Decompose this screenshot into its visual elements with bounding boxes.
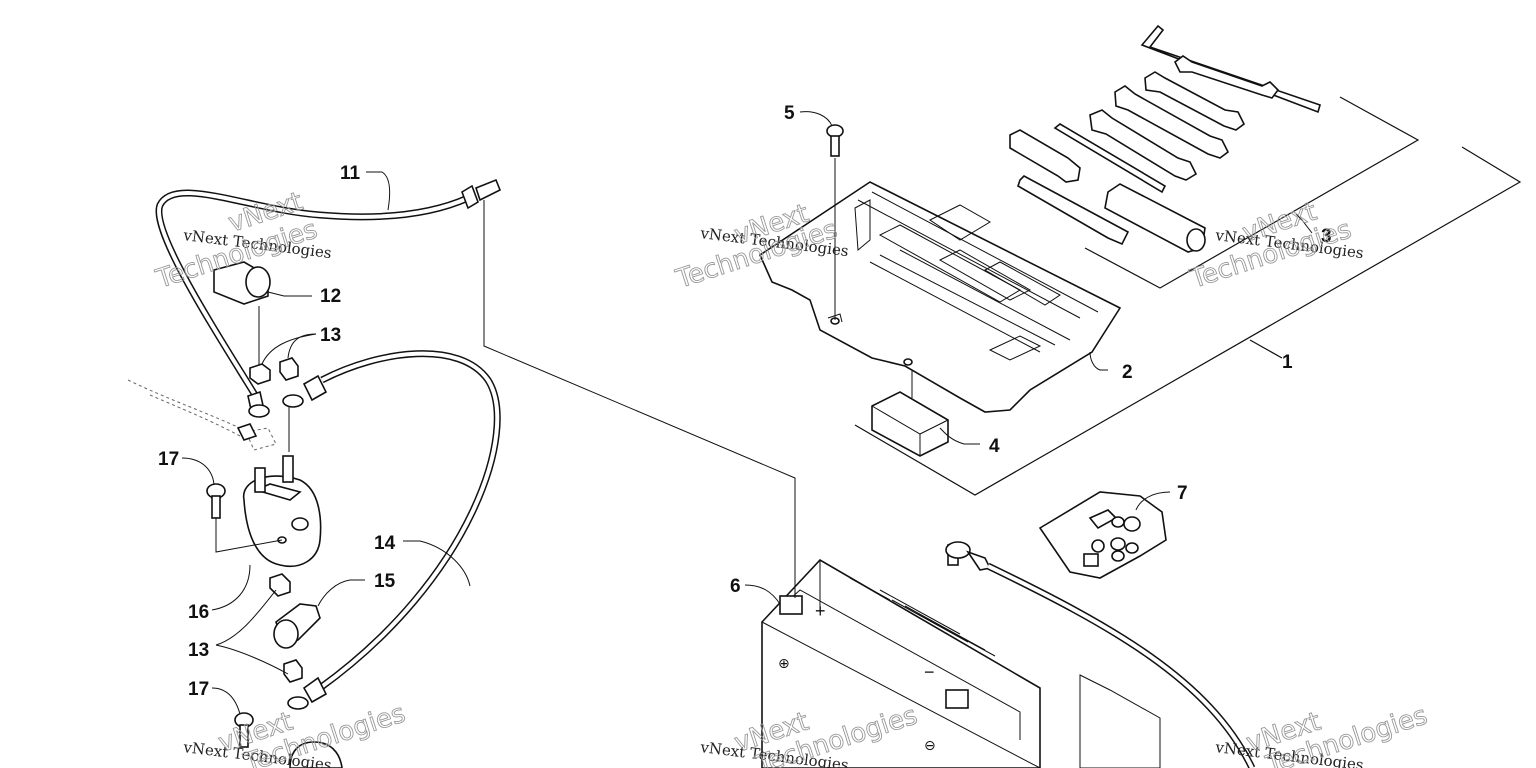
callouts: 1 2 3 4 5 6 7 11 12 13 13 14 15 16 17 17 [158,103,1332,700]
callout-17-top: 17 [158,449,179,470]
battery-cable [945,541,1256,768]
battery: + − ⊕ ⊖ [761,544,1161,768]
callout-11: 11 [340,163,361,184]
solenoid-16 [215,455,322,567]
callout-17-bottom: 17 [188,679,209,700]
boot-15 [273,603,321,649]
screw-5 [826,124,844,320]
screw-17 [206,483,254,748]
callout-13-top: 13 [320,325,341,346]
callout-12: 12 [320,286,341,307]
battery-plus-symbol: ⊕ [778,656,790,672]
callout-2: 2 [1122,362,1133,383]
cap-12 [213,261,271,366]
battery-minus-symbol: ⊖ [924,738,936,754]
lower-solenoid [289,741,343,768]
battery-plus-mark: + [815,601,826,621]
callout-7: 7 [1177,483,1188,504]
callout-14: 14 [374,533,396,554]
leader-lines [181,111,1313,715]
callout-5: 5 [784,103,795,124]
callout-13-bottom: 13 [188,640,209,661]
cable-14 [282,350,501,710]
callout-6: 6 [730,576,741,597]
callout-15: 15 [374,571,396,592]
callout-1: 1 [1282,352,1293,373]
foam-pad [871,370,949,457]
callout-4: 4 [989,436,1000,457]
tool-set [1009,24,1321,253]
cable-11 [155,178,502,418]
hardware-bag [1038,491,1167,579]
toolkit-outline [854,96,1522,496]
callout-16: 16 [188,602,209,623]
dashed-wire [127,379,277,451]
callout-3: 3 [1321,226,1332,247]
battery-minus-mark: − [924,662,935,682]
tool-tray [758,181,1122,413]
